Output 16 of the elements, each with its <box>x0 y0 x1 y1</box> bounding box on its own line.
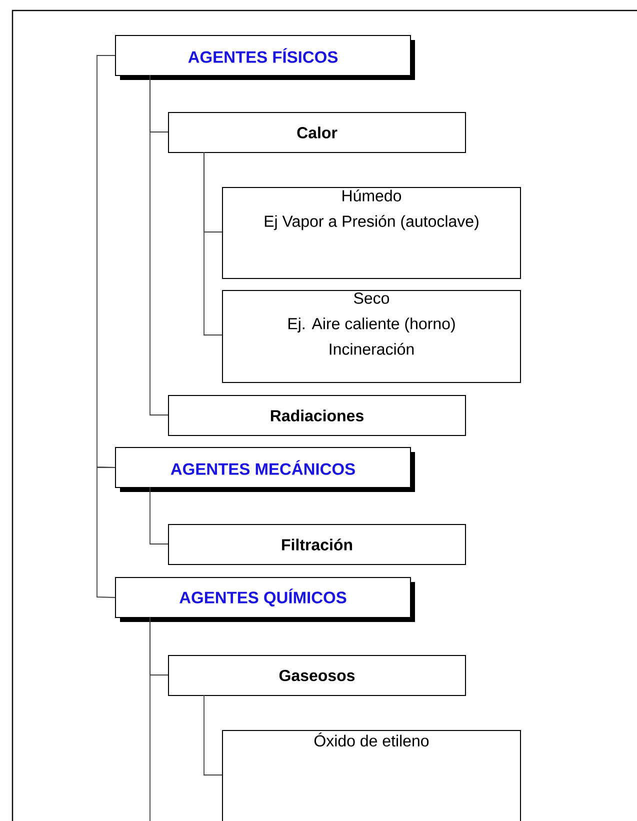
example-box: Seco Ej. Aire caliente (horno) Incineración <box>222 290 521 383</box>
group-box: Radiaciones <box>168 395 466 436</box>
connector-line <box>150 486 168 544</box>
category-box: AGENTES QUÍMICOS <box>115 577 415 622</box>
connector-line <box>96 467 116 598</box>
connector-line <box>96 55 116 468</box>
category-box: AGENTES FÍSICOS <box>115 35 415 80</box>
connector-line <box>204 694 222 776</box>
group-box: Filtración <box>168 524 466 565</box>
example-box: Óxido de etileno <box>222 730 521 821</box>
connector-line <box>150 74 168 416</box>
group-box: Gaseosos <box>168 655 466 696</box>
connector-line <box>204 152 222 336</box>
group-box: Calor <box>168 112 466 153</box>
example-box: Húmedo Ej Vapor a Presión (autoclave) <box>222 187 521 279</box>
category-box: AGENTES MECÁNICOS <box>115 447 415 492</box>
